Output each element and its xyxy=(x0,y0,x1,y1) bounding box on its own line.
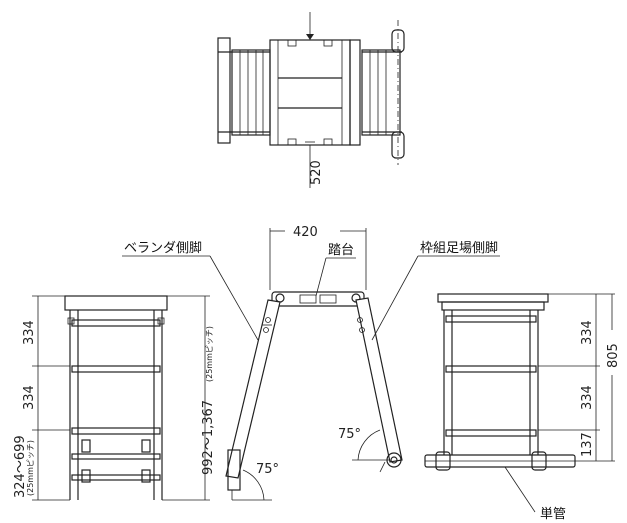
angle-left: 75° xyxy=(256,462,279,477)
top-dim-width: 520 xyxy=(309,160,324,185)
label-right-leg: 枠組足場側脚 xyxy=(420,240,498,256)
left-view xyxy=(32,295,210,501)
side-dim-height-note: (25mmピッチ) xyxy=(205,326,214,382)
left-dim-1: 334 xyxy=(22,320,37,345)
right-dim-2: 334 xyxy=(580,385,595,410)
right-dim-1: 334 xyxy=(580,320,595,345)
left-dim-2: 334 xyxy=(22,385,37,410)
side-dim-height: 992～1,367 xyxy=(201,400,216,475)
right-view xyxy=(424,293,615,513)
left-dim-3-note: (25mmピッチ) xyxy=(26,440,35,496)
right-dim-3: 137 xyxy=(580,432,595,457)
side-view xyxy=(122,228,500,501)
top-view xyxy=(217,12,405,188)
label-left-leg: ベランダ側脚 xyxy=(124,240,202,256)
angle-right: 75° xyxy=(338,427,361,442)
right-dim-total: 805 xyxy=(606,343,621,368)
label-pipe: 単管 xyxy=(540,506,566,522)
label-step: 踏台 xyxy=(328,243,354,258)
left-dim-3: 324～699 xyxy=(13,435,28,498)
side-dim-top: 420 xyxy=(293,225,318,240)
